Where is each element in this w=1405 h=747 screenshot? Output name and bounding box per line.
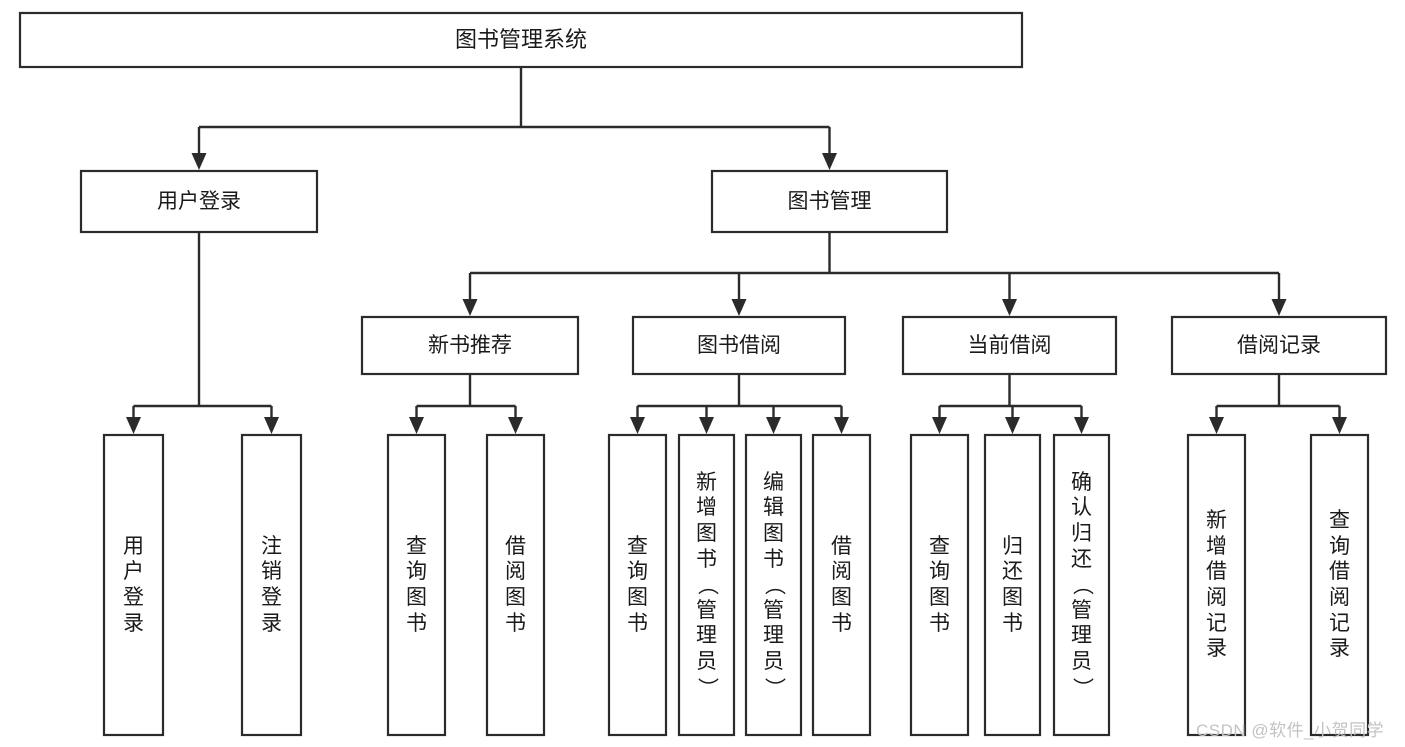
- node-label: 图书管理: [788, 190, 872, 213]
- node-leaf-3[interactable]: [485, 433, 546, 737]
- arrow-head-icon: [1005, 417, 1020, 434]
- node-leaf-2[interactable]: [386, 433, 447, 737]
- node-box-rect[interactable]: [79, 169, 319, 234]
- arrow-head-icon: [1002, 299, 1017, 316]
- node-box-rect[interactable]: [485, 433, 546, 737]
- arrow-head-icon: [766, 417, 781, 434]
- node-box-rect[interactable]: [909, 433, 970, 737]
- node-leaf-9[interactable]: [983, 433, 1042, 737]
- node-leaf-4[interactable]: [607, 433, 668, 737]
- arrow-head-icon: [731, 299, 747, 316]
- arrow-head-icon: [126, 417, 141, 434]
- arrow-head-icon: [264, 417, 279, 434]
- arrow-head-icon: [932, 417, 947, 434]
- node-box-rect[interactable]: [631, 315, 847, 376]
- node-leaf-0[interactable]: [102, 433, 165, 737]
- node-box-rect[interactable]: [901, 315, 1118, 376]
- node-box-rect[interactable]: [102, 433, 165, 737]
- node-box-rect[interactable]: [1186, 433, 1247, 737]
- node-level3-1[interactable]: [631, 315, 847, 376]
- node-box-layer: [18, 11, 1388, 737]
- arrow-head-icon: [1271, 299, 1287, 316]
- node-root[interactable]: [18, 11, 1024, 69]
- csdn-watermark: CSDN @软件_小贺同学: [1196, 721, 1385, 740]
- node-leaf-11[interactable]: [1186, 433, 1247, 737]
- node-leaf-1[interactable]: [240, 433, 303, 737]
- node-box-rect[interactable]: [1052, 433, 1111, 737]
- node-level3-0[interactable]: [360, 315, 580, 376]
- arrow-head-icon: [822, 153, 837, 170]
- node-box-rect[interactable]: [18, 11, 1024, 69]
- arrow-head-icon: [699, 417, 714, 434]
- arrow-head-icon: [1209, 417, 1224, 434]
- node-level3-2[interactable]: [901, 315, 1118, 376]
- node-box-rect[interactable]: [386, 433, 447, 737]
- arrow-head-icon: [462, 299, 478, 316]
- arrow-head-icon: [191, 153, 207, 170]
- node-leaf-10[interactable]: [1052, 433, 1111, 737]
- node-box-rect[interactable]: [744, 433, 803, 737]
- node-label: 图书借阅: [697, 334, 781, 357]
- node-box-rect[interactable]: [607, 433, 668, 737]
- node-label: 图书管理系统: [455, 27, 587, 52]
- arrow-head-icon: [834, 417, 849, 434]
- arrow-head-icon: [1074, 417, 1089, 434]
- node-leaf-5[interactable]: [677, 433, 736, 737]
- node-label: 当前借阅: [968, 334, 1052, 357]
- node-leaf-7[interactable]: [811, 433, 872, 737]
- arrow-head-icon: [630, 417, 645, 434]
- node-leaf-6[interactable]: [744, 433, 803, 737]
- node-label: 用户登录: [157, 190, 241, 213]
- arrow-head-icon: [409, 417, 424, 434]
- node-label: 新书推荐: [428, 334, 512, 357]
- node-box-rect[interactable]: [1309, 433, 1370, 737]
- node-level2-1[interactable]: [710, 169, 949, 234]
- node-box-rect[interactable]: [360, 315, 580, 376]
- node-box-rect[interactable]: [677, 433, 736, 737]
- node-level2-0[interactable]: [79, 169, 319, 234]
- arrow-head-icon: [1332, 417, 1347, 434]
- node-box-rect[interactable]: [1170, 315, 1388, 376]
- node-label: 借阅记录: [1237, 334, 1321, 357]
- node-box-rect[interactable]: [811, 433, 872, 737]
- node-box-rect[interactable]: [983, 433, 1042, 737]
- node-box-rect[interactable]: [240, 433, 303, 737]
- node-box-rect[interactable]: [710, 169, 949, 234]
- arrow-head-icon: [508, 417, 523, 434]
- node-leaf-12[interactable]: [1309, 433, 1370, 737]
- node-leaf-8[interactable]: [909, 433, 970, 737]
- connector-layer: [126, 67, 1347, 434]
- node-level3-3[interactable]: [1170, 315, 1388, 376]
